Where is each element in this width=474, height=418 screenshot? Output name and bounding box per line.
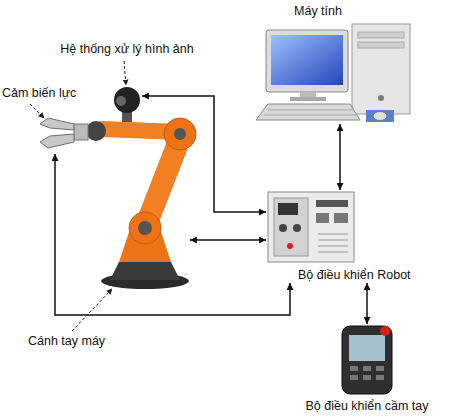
force-sensor: [74, 124, 88, 140]
controller-connector: [316, 213, 329, 223]
component-label: Bộ điều khiển cầm tay: [306, 399, 429, 414]
controller-cabinet: [268, 192, 354, 262]
monitor-base: [290, 97, 326, 101]
component-label: Hệ thống xử lý hình ảnh: [60, 42, 193, 57]
component-node: Cánh tay máy: [92, 120, 190, 286]
controller-lamp: [287, 243, 293, 249]
monitor-screen: [271, 35, 343, 85]
pendant-key: [363, 375, 371, 380]
pendant-key: [376, 366, 384, 371]
leader-line: [124, 61, 126, 85]
robot-elbow: [164, 118, 196, 150]
connector-arrow: [55, 154, 290, 315]
component-node: Cảm biến lực: [34, 114, 90, 154]
mouse: [373, 112, 387, 121]
connector-arrow: [142, 96, 266, 212]
camera: [114, 87, 140, 113]
controller-knob: [279, 224, 287, 232]
leader-line: [30, 104, 44, 118]
drive-slot: [358, 32, 404, 38]
robot-base: [110, 262, 180, 280]
controller-display: [278, 203, 298, 215]
component-label: Cảm biến lực: [2, 86, 76, 101]
pc-tower: [352, 24, 410, 114]
component-node: Hệ thống xử lý hình ảnh: [112, 86, 142, 114]
controller-connector: [334, 213, 348, 223]
robot-wrist: [86, 121, 106, 141]
gripper-finger: [40, 134, 74, 148]
emergency-stop: [380, 326, 390, 336]
pendant-key: [376, 375, 384, 380]
component-node: Bộ điều khiển cầm tay: [340, 324, 394, 396]
component-label: Bộ điều khiển Robot: [298, 268, 411, 283]
controller-connector: [316, 200, 348, 207]
robot-joint: [174, 128, 186, 140]
gripper-finger: [40, 118, 74, 130]
component-node: Máy tính: [262, 24, 418, 124]
keyboard: [256, 104, 360, 120]
drive-slot: [358, 42, 404, 48]
controller-vent: [318, 234, 348, 235]
pendant-screen: [349, 335, 385, 361]
pendant-key: [350, 366, 358, 371]
keyboard-keys: [268, 110, 353, 111]
keyboard-keys: [264, 115, 356, 116]
controller-knob: [293, 224, 301, 232]
connector-arrow: [366, 283, 368, 324]
connector-arrow: [190, 239, 266, 241]
mouse-pad: [366, 110, 394, 122]
pendant-key: [350, 375, 358, 380]
power-button: [378, 95, 384, 101]
controller-vent: [318, 252, 348, 253]
component-label: Cánh tay máy: [28, 334, 105, 349]
controller-vent: [318, 246, 348, 247]
controller-vent: [318, 240, 348, 241]
connector-arrow: [339, 124, 341, 190]
robot-shoulder: [129, 212, 161, 244]
monitor: [266, 30, 348, 92]
pendant-body: [342, 326, 392, 394]
controller-panel: [274, 198, 308, 256]
camera-lens: [116, 96, 126, 106]
robot-joint: [138, 221, 152, 235]
leader-line: [72, 289, 112, 331]
component-label: Máy tính: [294, 4, 342, 19]
pendant-key: [363, 366, 371, 371]
component-node: Bộ điều khiển Robot: [266, 190, 411, 283]
